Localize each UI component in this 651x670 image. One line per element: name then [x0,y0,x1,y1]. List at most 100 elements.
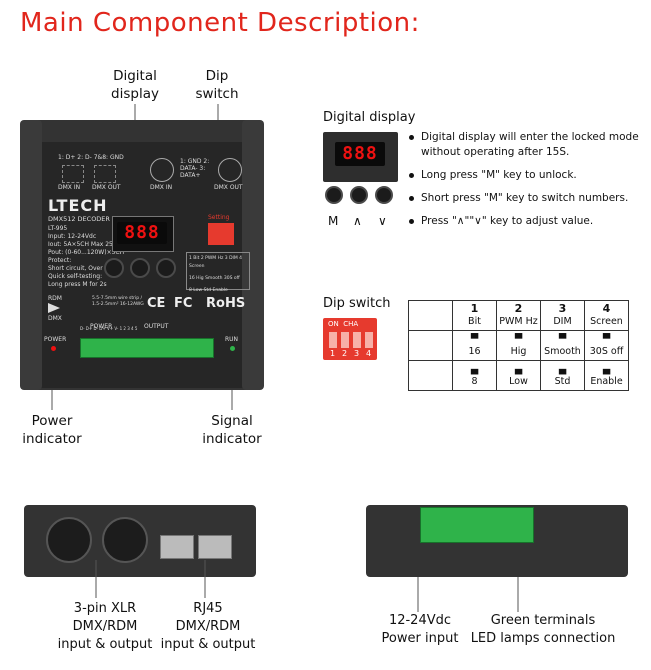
spec-pout: Pout: (0-60...120W)×5CH [48,249,125,256]
xlr-caption-sub2: input & output [57,637,153,652]
power-input-sub: Power input [381,631,459,646]
dmx-text: DMX [48,315,62,322]
wire-spec: 5.5-7.5mm wire strip / 1.5-2.5mm² 16-12A… [92,296,144,307]
digital-display-label: Digital display [111,68,159,102]
green-terminal-block [420,507,534,543]
xlr-output-jack [102,517,148,563]
down-key-label: ∨ [378,214,387,228]
page-title: Main Component Description: [20,8,420,38]
device-mini-table: 1 Bit 2 PWM Hz 3 DIM 4 Screen 16 Hig Smo… [186,252,250,293]
power-indicator-text: Power indicator [22,413,82,447]
zoom-display: 888 [335,142,385,166]
up-key-label: ∧ [353,214,362,228]
dip-num-3: 3 [354,349,360,358]
display-bullets: Digital display will enter the locked mo… [407,130,639,237]
device-terminal-block [80,332,214,358]
mini-table-row-2: 16 Hig Smooth 30S off [189,276,240,281]
display-zoom-panel: 888 [323,132,398,182]
dip-switch-zoom[interactable]: ON CHA 1 2 3 4 [323,318,377,360]
power-input-title: 12-24Vdc [388,613,452,628]
power-led-text: POWER [44,336,67,343]
terminals-sub: LED lamps connection [470,631,616,646]
spec-input: Input: 12-24Vdc [48,233,97,240]
dip-num-1: 1 [330,349,336,358]
power-input-caption: 12-24Vdc Power input [375,612,465,648]
zoom-up-button[interactable] [350,186,368,204]
rj45-caption-sub1: DMX/RDM [175,619,241,634]
zoom-down-button[interactable] [375,186,393,204]
protect-1: Short circuit, Over load [48,265,118,272]
dmx-in-text: DMX IN [58,184,81,191]
spec-iout: Iout: 5A×5CH Max 25A [48,241,117,248]
side-view-terminals [366,505,628,577]
dip-switch-label: Dip switch [195,68,239,102]
device-up-button[interactable] [130,258,150,278]
dip-off-4: ▄Enable [584,360,629,391]
rohs-mark: RoHS [206,296,246,311]
protect-3: Long press M for 2s [48,281,107,288]
rj45-caption-sub2: input & output [160,637,256,652]
device-down-button[interactable] [156,258,176,278]
device-housing: 1: D+ 2: D- 7&8: GND DMX IN DMX OUT 1: G… [20,120,264,390]
dip-off-3: ▄Std [540,360,585,391]
bullet-4: Press "∧""∨" key to adjust value. [407,214,639,229]
rj45-out-port [94,165,116,183]
signal-indicator-text: Signal indicator [202,413,262,447]
dip-on-4: ▀30S off [584,330,629,361]
device-m-button[interactable] [104,258,124,278]
dip-switch-top-text: ON CHA [328,320,359,328]
side-view-connectors [24,505,256,577]
model-text: LT-995 [48,225,68,232]
digital-display-heading: Digital display [323,110,416,125]
terminals-title: Green terminals [490,613,596,628]
direction-arrow-icon [48,303,60,313]
output-group-label: OUTPUT [144,323,169,330]
ce-mark: CE [147,296,166,311]
rj45-caption-title: RJ45 [193,601,223,616]
dip-on-2: ▀Hig [496,330,541,361]
bullet-2: Long press "M" key to unlock. [407,168,639,183]
rdm-text: RDM [48,295,62,302]
xlr-dmx-out-text: DMX OUT [214,184,243,191]
bullet-1: Digital display will enter the locked mo… [407,130,639,160]
mini-table-row-3: 8 Low Std Enable [189,288,228,293]
m-key-label: M [328,214,339,228]
xlr-caption-title: 3-pin XLR [73,601,137,616]
xlr-dmx-in-text: DMX IN [150,184,173,191]
rj45-caption: RJ45 DMX/RDM input & output [153,600,263,654]
run-led [230,346,235,351]
zoom-m-button[interactable] [325,186,343,204]
model-line: DMX512 DECODER [48,215,110,223]
power-led [51,346,56,351]
terminal-labels: D- D+ D- D+ V+ V- 1 2 3 4 5 [80,326,138,331]
rj45-port-1 [160,535,194,559]
dip-num-4: 4 [366,349,372,358]
protect-title: Protect: [48,257,72,264]
mini-table-row-1: 1 Bit 2 PWM Hz 3 DIM 4 Screen [189,256,243,269]
xlr-caption-sub1: DMX/RDM [72,619,138,634]
brand-logo: LTECH [48,196,108,215]
device-dip-switch[interactable] [208,223,234,245]
power-group-label: POWER [90,323,113,330]
terminals-caption: Green terminals LED lamps connection [468,612,618,648]
fc-mark: FC [174,296,193,311]
setting-text: Setting [208,214,230,221]
run-led-text: RUN [225,336,239,343]
dip-num-2: 2 [342,349,348,358]
rj45-port-2 [198,535,232,559]
xlr-caption: 3-pin XLR DMX/RDM input & output [50,600,160,654]
dip-on-3: ▀Smooth [540,330,585,361]
dmx-out-text: DMX OUT [92,184,121,191]
rj45-in-port [62,165,84,183]
protect-2: Quick self-testing: [48,273,103,280]
bullet-3: Short press "M" key to switch numbers. [407,191,639,206]
rj45-pin-text: 1: D+ 2: D- 7&8: GND [58,154,124,161]
xlr-out-port [218,158,242,182]
xlr-in-port [150,158,174,182]
